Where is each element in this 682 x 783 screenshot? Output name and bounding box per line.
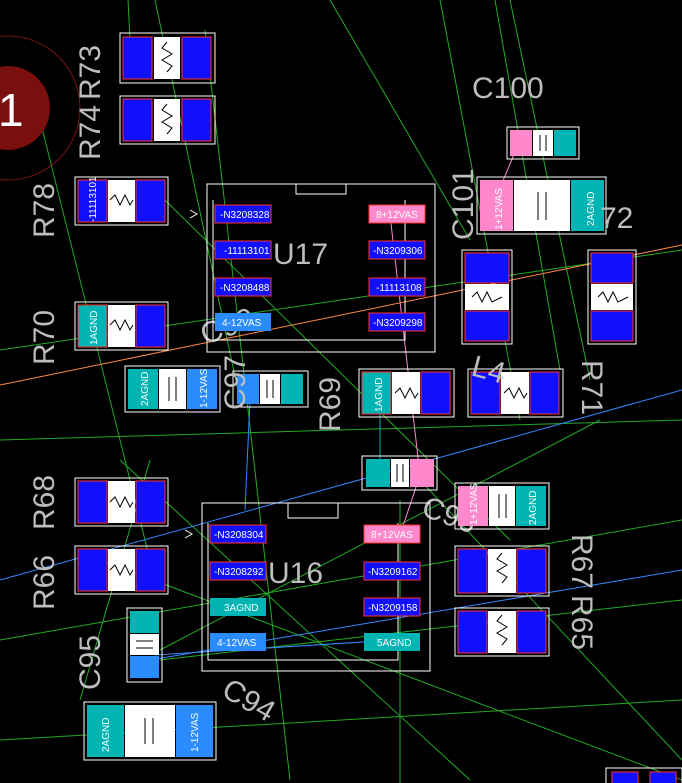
ref-u17: U17 [273,238,328,271]
ref-r66: R66 [28,555,61,610]
ref-r65: R65 [565,595,598,650]
resistor-r71[interactable] [587,249,637,345]
resistor-r78[interactable]: -11113101 [74,176,169,226]
ref-r74: R74 [74,105,107,160]
capacitor-center[interactable] [361,455,438,491]
cap-top-right-pad2-net: 2AGND [586,192,597,226]
u16-pin2: -N3208292 [214,567,264,578]
ref-r68: R68 [28,475,61,530]
resistor-l4[interactable] [467,368,564,418]
ref-r72: 72 [600,202,633,235]
u16-pin7: -N3209162 [368,567,418,578]
u16-pin3: 3AGND [224,603,258,614]
u16-pin4: 4-12VAS [217,638,257,649]
u16-pin5: 5AGND [377,638,411,649]
u16-pin1: -N3208304 [214,530,264,541]
capacitor-top-right[interactable]: 1+12VAS 2AGND [476,176,607,235]
r70-pad1-net: 1AGND [89,311,100,345]
r78-pad1-net: -11113101 [88,176,99,222]
capacitor-left[interactable]: 2AGND 1-12VAS [124,365,221,413]
ref-r78: R78 [28,183,61,238]
ref-c95: C95 [74,635,107,690]
ref-c101: C101 [447,168,480,240]
ref-c97: C97 [219,355,252,410]
capacitor-vertical-small[interactable] [126,607,163,683]
resistor-r67[interactable] [454,545,550,597]
ref-c94: C94 [217,672,281,728]
resistor-r70[interactable]: 1AGND [74,301,169,351]
ref-r70: R70 [28,310,61,365]
resistor-r69[interactable]: 1AGND [358,368,455,418]
resistor-r73[interactable] [119,32,216,84]
ref-u16: U16 [268,557,323,590]
resistor-r68[interactable] [74,477,169,527]
cap-mid-right-pad2-net: 2AGND [528,491,539,525]
u16-pin8: 8+12VAS [371,530,413,541]
u17-pin5: -N3209298 [373,318,423,329]
c95-pad2-net: 1-12VAS [190,712,201,752]
u17-pin3: -N3208488 [220,283,270,294]
cap-left-pad1-net: 2AGND [140,372,151,406]
cap-top-right-pad1-net: 1+12VAS [494,188,505,230]
u17-pin1: -N3208328 [220,210,270,221]
resistor-r74[interactable] [119,95,216,145]
cap-left-pad2-net: 1-12VAS [199,368,210,408]
resistor-vertical-mid[interactable] [461,249,513,345]
ref-r73: R73 [74,45,107,100]
u17-pin4: 4-12VAS [222,318,262,329]
via-label: 1 [0,84,24,136]
u16-pin6: -N3209158 [368,603,418,614]
capacitor-c100[interactable] [506,126,580,160]
u17-pin8: 8+12VAS [376,210,418,221]
c95-pad1-net: 2AGND [101,718,112,752]
cap-mid-right-pad1-net: 1+12VAS [469,483,480,525]
capacitor-c95[interactable]: 2AGND 1-12VAS [83,701,217,761]
ic-u16[interactable]: -N3208304 -N3208292 3AGND 4-12VAS 8+12VA… [184,502,431,672]
u17-pin6: -11113108 [376,283,422,294]
resistor-r65[interactable] [454,607,550,657]
capacitor-mid-right[interactable]: 1+12VAS 2AGND [454,482,550,530]
ref-r67: R67 [565,534,598,589]
component-partial-bottom-right[interactable] [605,767,682,783]
u17-pin7: -N3209306 [373,246,423,257]
capacitor-c99[interactable] [232,370,309,408]
ref-c100: C100 [472,72,544,105]
ic-u17[interactable]: -N3208328 -11113101 -N3208488 4-12VAS 8+… [189,183,436,353]
resistor-r66[interactable] [74,545,169,595]
r69-pad1-net: 1AGND [374,378,385,412]
ref-r71: R71 [575,360,608,415]
u17-pin2: -11113101 [224,246,270,257]
ref-r69: R69 [314,377,347,432]
via-large[interactable]: 1 [0,35,81,181]
